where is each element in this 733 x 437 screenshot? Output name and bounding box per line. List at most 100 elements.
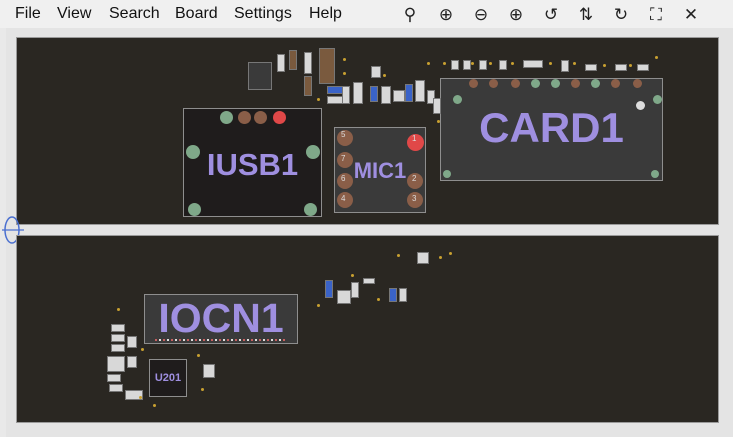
pin-number: 3 [412, 194, 417, 203]
pad [443, 170, 451, 178]
component-mic1[interactable]: 5 1 7 6 2 4 3 MIC1 [334, 127, 426, 213]
pad [651, 170, 659, 178]
zoom-in-icon[interactable]: ⊕ [438, 5, 454, 24]
pad [337, 173, 353, 189]
close-icon[interactable]: ✕ [683, 5, 699, 24]
board-top[interactable]: IUSB1 5 1 7 6 2 4 3 MIC1 [16, 37, 719, 225]
smd-part [342, 86, 350, 104]
smd-part [371, 66, 381, 78]
smd-part [415, 80, 425, 102]
pad [591, 79, 600, 88]
pad [407, 173, 423, 189]
smd-part [277, 54, 285, 72]
zoom-out-icon[interactable]: ⊖ [473, 5, 489, 24]
component-card1[interactable]: CARD1 [440, 78, 663, 181]
zoom-fit-icon[interactable]: ⊕ [508, 5, 524, 24]
pin-number: 6 [341, 174, 346, 183]
component-u201[interactable]: U201 [149, 359, 187, 397]
via [383, 74, 386, 77]
via [427, 62, 430, 65]
pad [511, 79, 520, 88]
smd-part [381, 86, 391, 104]
pad [611, 79, 620, 88]
pin-number: 2 [412, 174, 417, 183]
pad [306, 145, 320, 159]
smd-part [125, 390, 143, 400]
smd-part [325, 280, 333, 298]
refdes-iocn1: IOCN1 [158, 295, 284, 341]
menu-board[interactable]: Board [175, 5, 218, 22]
via [439, 256, 442, 259]
via [317, 98, 320, 101]
pin-number: 1 [412, 134, 417, 143]
via [377, 298, 380, 301]
smd-part [304, 76, 312, 96]
component-iusb1[interactable]: IUSB1 [183, 108, 322, 217]
smd-part [637, 64, 649, 71]
smd-part [111, 334, 125, 342]
via [343, 72, 346, 75]
rotate-left-icon[interactable]: ↺ [543, 5, 559, 24]
smd-part [417, 252, 429, 264]
layer-marker-icon[interactable] [2, 214, 24, 246]
smd-part [405, 84, 413, 102]
rotate-right-icon[interactable]: ↻ [613, 5, 629, 24]
menu-file[interactable]: File [15, 5, 41, 22]
via [443, 62, 446, 65]
smd-part [615, 64, 627, 71]
smd-part [499, 60, 507, 70]
pad [254, 111, 267, 124]
pad [238, 111, 251, 124]
smd-part [433, 98, 441, 114]
pad [304, 203, 317, 216]
via [603, 64, 606, 67]
pad [337, 130, 353, 146]
pin-number: 4 [341, 194, 346, 203]
board-bottom[interactable]: IOCN1 U201 [16, 235, 719, 423]
via [153, 404, 156, 407]
smd-part [111, 324, 125, 332]
smd-part [399, 288, 407, 302]
via [437, 120, 440, 123]
via [197, 354, 200, 357]
pad [407, 192, 423, 208]
pad [188, 203, 201, 216]
pad [636, 101, 645, 110]
smd-part [127, 356, 137, 368]
via [549, 62, 552, 65]
pad [337, 152, 353, 168]
pad [531, 79, 540, 88]
via [117, 308, 120, 311]
smd-part [107, 374, 121, 382]
fit-screen-icon[interactable]: ⛶ [650, 5, 662, 24]
via [449, 252, 452, 255]
via [511, 62, 514, 65]
smd-part [363, 278, 375, 284]
pin-number: 7 [341, 154, 346, 163]
refdes-mic1: MIC1 [353, 158, 407, 183]
smd-part [353, 82, 363, 104]
menu-search[interactable]: Search [109, 5, 160, 22]
pad [337, 192, 353, 208]
smd-part [111, 344, 125, 352]
smd-part [109, 384, 123, 392]
pad [273, 111, 286, 124]
smd-part [107, 356, 125, 372]
zoom-search-icon[interactable]: ⚲ [403, 5, 417, 24]
smd-part [289, 50, 297, 70]
smd-part [370, 86, 378, 102]
flip-icon[interactable]: ⇅ [578, 5, 594, 24]
smd-part [479, 60, 487, 70]
menu-view[interactable]: View [57, 5, 92, 22]
via [201, 388, 204, 391]
refdes-u201: U201 [154, 372, 182, 384]
component-iocn1[interactable]: IOCN1 [144, 294, 298, 344]
menu-settings[interactable]: Settings [234, 5, 292, 22]
via [629, 64, 632, 67]
board-view[interactable]: IUSB1 5 1 7 6 2 4 3 MIC1 [2, 28, 733, 437]
menu-help[interactable]: Help [309, 5, 342, 22]
smd-part [304, 52, 312, 74]
pad [407, 134, 424, 151]
pad [571, 79, 580, 88]
smd-part [463, 60, 471, 70]
